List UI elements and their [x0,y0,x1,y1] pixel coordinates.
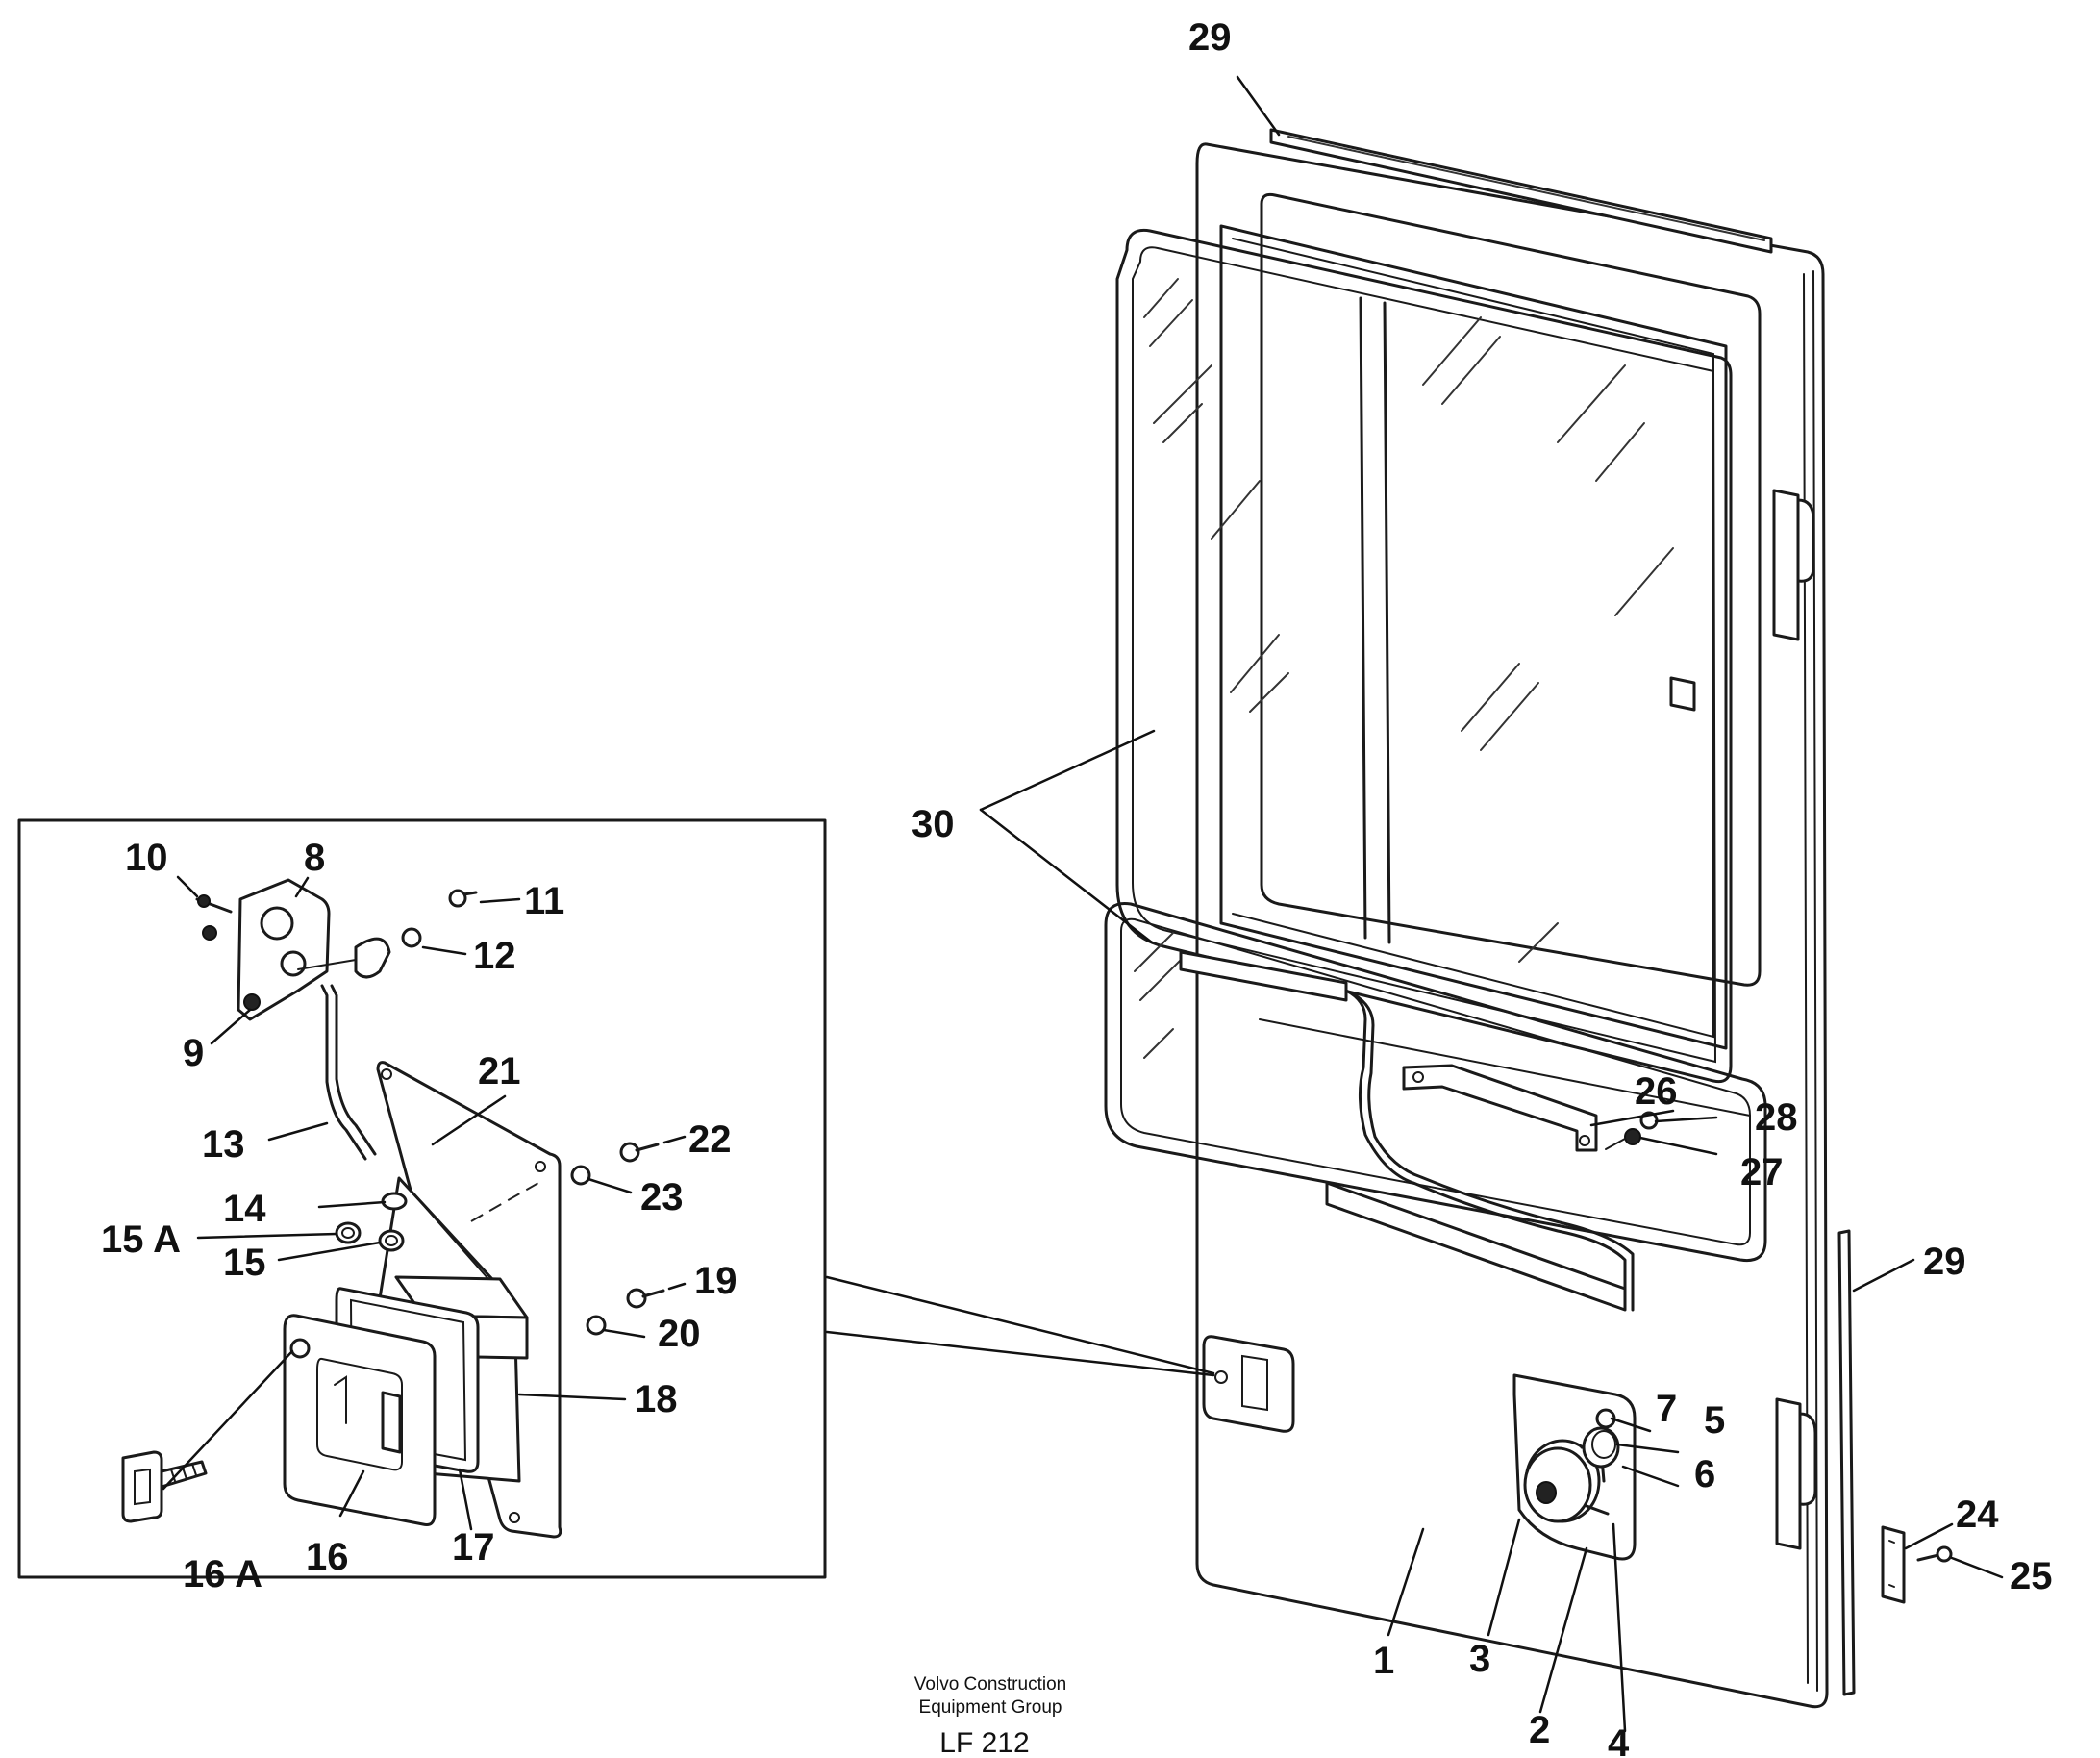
callout-1: 1 [1373,1640,1394,1682]
callout-2: 2 [1529,1709,1550,1751]
washer-14 [381,1192,408,1211]
lower-window-seal [1104,901,1767,1263]
hinge-bracket-26 [1402,1064,1598,1152]
sliding-sash-frame [1219,224,1728,1050]
inset-border [17,818,827,1579]
sliding-channel [1179,950,1348,1002]
callout-12: 12 [473,935,516,977]
inner-window-opening [1260,192,1762,987]
callout-30: 30 [912,803,955,845]
handle-bezel-16 [283,1314,437,1526]
rod-13 [320,984,367,1161]
footer-drawing-code: LF 212 [939,1727,1029,1758]
washer-23 [570,1165,591,1186]
screw-22 [619,1142,640,1163]
callout-23: 23 [640,1176,684,1218]
callout-19: 19 [694,1260,738,1302]
door-handle-recess [1202,1335,1295,1433]
door-stop [1669,676,1696,712]
latch-plate-24 [1881,1525,1906,1604]
lower-strip [1325,1181,1627,1312]
washer-20 [586,1315,607,1336]
callout-28: 28 [1755,1096,1798,1139]
callout-4: 4 [1608,1722,1630,1758]
bolt-9b [202,925,217,941]
callout-5: 5 [1704,1399,1725,1442]
latch-8 [237,878,391,1021]
hinge-upper [1772,489,1815,641]
footer-credit: Volvo Construction Equipment Group LF 21… [914,1674,1066,1758]
callout-16: 16 [306,1536,349,1578]
lock-rod [1344,989,1627,1310]
callout-27: 27 [1740,1151,1784,1193]
door-assembly [1104,128,1953,1709]
callout-16a: 16 A [183,1553,262,1595]
callout-21: 21 [478,1050,521,1092]
washer-12 [401,927,422,948]
screw-25 [1916,1553,1940,1562]
key-hole [289,1338,311,1359]
top-seal-strip [1269,128,1773,254]
key-16a [121,1450,208,1523]
knob-assembly [1512,1373,1637,1561]
leader-lines [162,75,2004,1733]
callout-29-side: 29 [1923,1241,1966,1283]
lock-detail-inset [17,818,827,1579]
footer-company-line1: Volvo Construction [914,1674,1066,1695]
callout-9: 9 [183,1032,204,1074]
callout-14: 14 [223,1188,266,1230]
callout-6: 6 [1694,1453,1715,1495]
door-panel [1195,142,1829,1709]
callout-labels: 29 30 26 28 27 29 7 5 6 24 25 1 3 2 4 10… [101,16,2053,1758]
callout-13: 13 [202,1123,245,1166]
callout-18: 18 [635,1378,678,1420]
callout-25: 25 [2010,1555,2053,1597]
callout-17: 17 [452,1526,495,1569]
callout-11: 11 [524,880,564,922]
inset-connector-upper [825,1275,1215,1375]
pin-4 [1585,1504,1610,1516]
washer-15 [378,1229,405,1252]
callout-15a: 15 A [101,1218,181,1261]
hinge-lower [1775,1397,1817,1550]
nut-27 [1624,1128,1641,1145]
callout-8: 8 [304,837,325,879]
callout-26: 26 [1635,1070,1678,1113]
footer-company-line2: Equipment Group [919,1697,1062,1718]
side-seal-strip [1838,1229,1856,1696]
callout-7: 7 [1656,1388,1677,1430]
callout-10: 10 [125,837,168,879]
callout-15: 15 [223,1242,266,1284]
callout-3: 3 [1469,1638,1490,1680]
callout-20: 20 [658,1313,701,1355]
upper-glass [1143,278,1674,963]
inset-connector-lower [825,1330,1215,1377]
callout-29-top: 29 [1188,16,1232,59]
upper-window-seal [1115,228,1733,1084]
washer-15a [335,1221,362,1244]
screw-19 [626,1288,647,1309]
callout-24: 24 [1956,1494,1999,1536]
spring-6 [1582,1426,1620,1469]
callout-22: 22 [688,1118,732,1161]
